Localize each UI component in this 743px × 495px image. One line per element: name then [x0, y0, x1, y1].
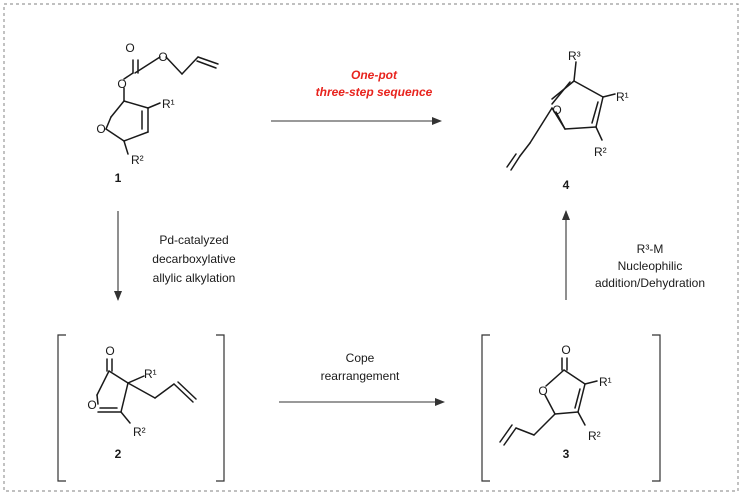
r1-label: R¹ — [599, 375, 612, 389]
left-reaction-arrow: Pd-catalyzed decarboxylative allylic alk… — [114, 211, 236, 301]
carbonyl-oxygen-label: O — [561, 343, 570, 357]
compound-number: 2 — [115, 447, 122, 461]
r1-label: R¹ — [162, 97, 175, 111]
rearrangement-label: rearrangement — [321, 369, 400, 383]
compound-4: O R³ R¹ R² 4 — [506, 49, 629, 192]
top-reaction-arrow: One-pot three-step sequence — [271, 68, 442, 125]
one-pot-label: One-pot — [351, 68, 398, 82]
ring-oxygen-label: O — [87, 398, 96, 412]
compound-1: O O O O R¹ R² 1 — [96, 41, 219, 185]
nucleophilic-label: Nucleophilic — [618, 259, 683, 273]
ring-oxygen-label: O — [96, 122, 105, 136]
left-bracket — [481, 334, 490, 482]
right-reaction-arrow: R³-M Nucleophilic addition/Dehydration — [562, 210, 705, 300]
r1-label: R¹ — [144, 367, 157, 381]
r2-label: R² — [594, 145, 607, 159]
link-oxygen-label: O — [117, 77, 126, 91]
right-bracket — [216, 334, 225, 482]
compound-number: 4 — [563, 178, 570, 192]
compound-number: 3 — [563, 447, 570, 461]
cope-label: Cope — [346, 351, 375, 365]
carbonyl-oxygen-label: O — [125, 41, 134, 55]
r1-label: R¹ — [616, 90, 629, 104]
ester-oxygen-label: O — [158, 50, 167, 64]
sequence-label: three-step sequence — [316, 85, 433, 99]
r2-label: R² — [131, 153, 144, 167]
right-bracket — [652, 334, 661, 482]
decarboxylative-label: decarboxylative — [152, 252, 236, 266]
r3-label: R³ — [568, 49, 581, 63]
left-bracket — [57, 334, 66, 482]
allylic-alkylation-label: allylic alkylation — [153, 271, 236, 285]
addition-dehydration-label: addition/Dehydration — [595, 276, 705, 290]
ring-oxygen-label: O — [538, 384, 547, 398]
r2-label: R² — [588, 429, 601, 443]
compound-2: O O R¹ R² 2 — [57, 334, 225, 482]
ring-oxygen-label: O — [552, 103, 561, 117]
compound-number: 1 — [115, 171, 122, 185]
r2-label: R² — [133, 425, 146, 439]
compound-3: O O R¹ R² 3 — [481, 334, 661, 482]
pd-catalyzed-label: Pd-catalyzed — [159, 233, 228, 247]
r3m-label: R³-M — [637, 242, 664, 256]
carbonyl-oxygen-label: O — [105, 344, 114, 358]
bottom-reaction-arrow: Cope rearrangement — [279, 351, 445, 406]
dashed-frame — [3, 3, 739, 492]
